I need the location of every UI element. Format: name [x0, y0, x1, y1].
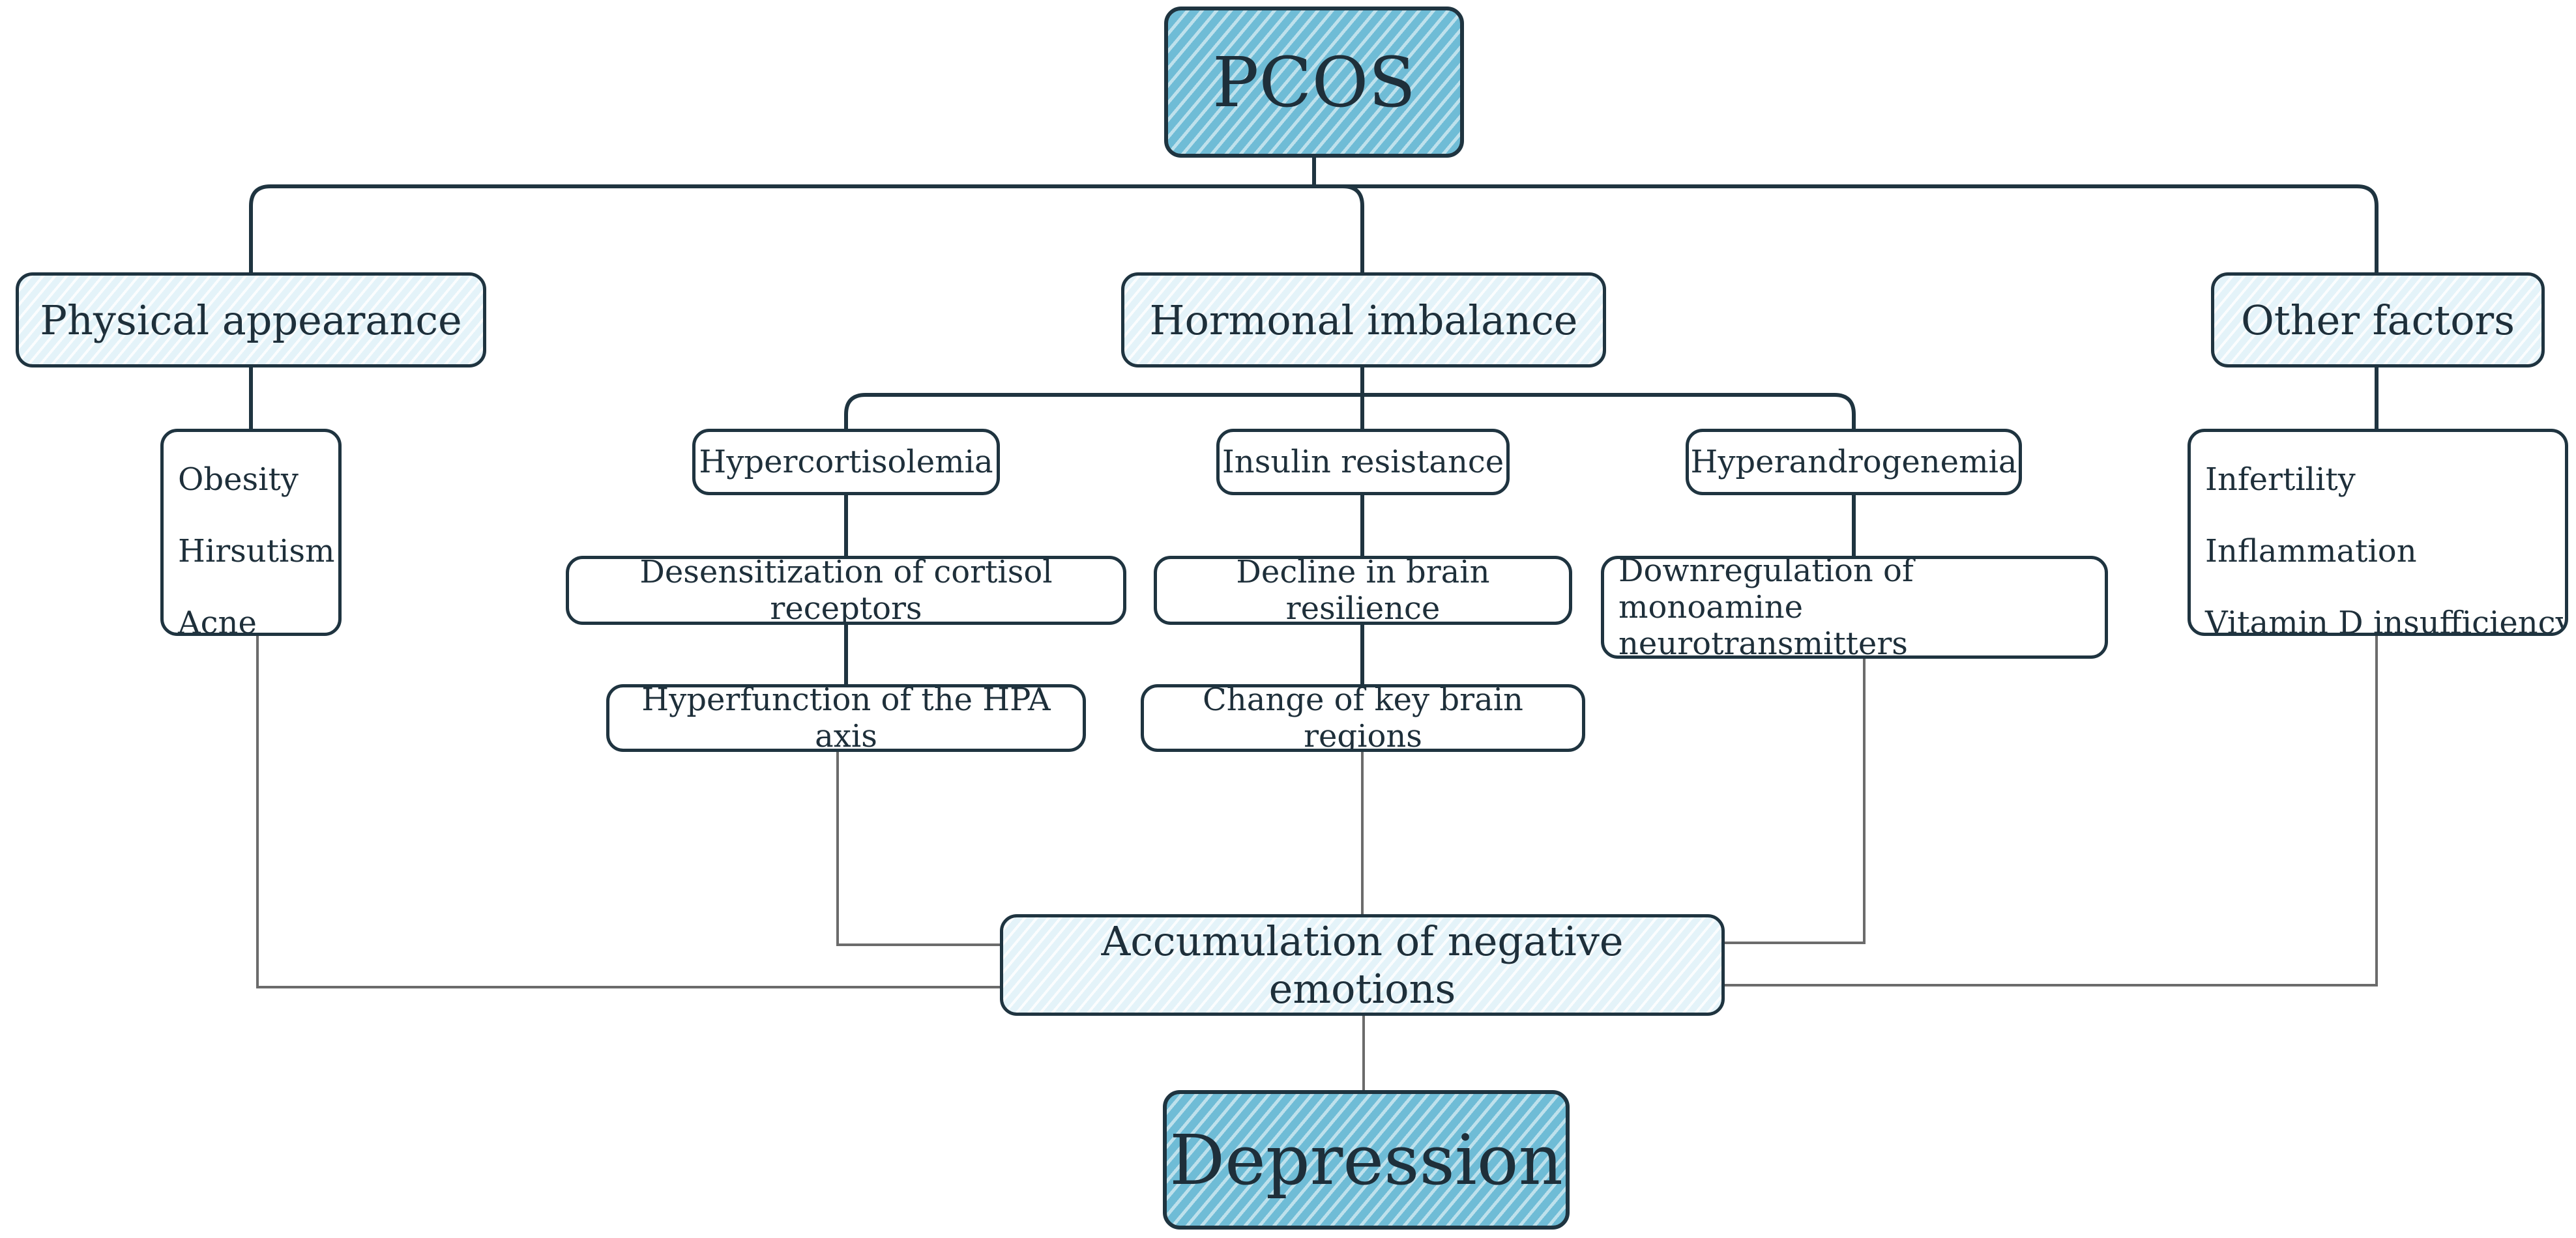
category-label: Hormonal imbalance — [1149, 296, 1578, 344]
hub-label: Accumulation of negative emotions — [1101, 917, 1624, 1013]
step-label: Change of key brain regions — [1203, 684, 1523, 752]
list-item: Obesity — [178, 461, 299, 498]
branch-insulin-resistance: Insulin resistance — [1216, 429, 1510, 495]
outcome-label: Depression — [1169, 1119, 1563, 1200]
connector-monoamine-to-hub — [1723, 658, 1866, 944]
connector-other-to-hub — [1723, 635, 2378, 986]
connector-hormonal-drop — [1342, 184, 1364, 274]
branch-hypercortisolemia: Hypercortisolemia — [692, 429, 1000, 495]
step-hpa-axis: Hyperfunction of the HPA axis — [606, 684, 1086, 752]
list-item: Inflammation — [2205, 533, 2417, 569]
outcome-node-depression: Depression — [1163, 1090, 1570, 1230]
hub-negative-emotions: Accumulation of negative emotions — [1000, 914, 1725, 1016]
category-label: Physical appearance — [40, 296, 462, 344]
root-label: PCOS — [1212, 42, 1416, 122]
physical-factors-list: Obesity Hirsutism Acne — [160, 429, 342, 636]
step-brain-resilience: Decline in brain resilience — [1154, 556, 1572, 625]
step-label: Hyperfunction of the HPA axis — [641, 684, 1051, 752]
connector-hpa-to-hub — [836, 751, 1003, 946]
step-label: Desensitization of cortisol receptors — [639, 556, 1053, 625]
list-item: Infertility — [2205, 461, 2356, 498]
root-node-pcos: PCOS — [1164, 7, 1464, 158]
step-key-brain-regions: Change of key brain regions — [1141, 684, 1585, 752]
category-hormonal-imbalance: Hormonal imbalance — [1121, 272, 1606, 367]
list-item: Vitamin D insufficiency — [2205, 605, 2568, 636]
branch-label: Hypercortisolemia — [699, 444, 993, 480]
connector-hormonal-bus — [844, 366, 1856, 430]
step-cortisol-receptors: Desensitization of cortisol receptors — [566, 556, 1126, 625]
category-label: Other factors — [2240, 296, 2515, 344]
list-item: Acne — [178, 605, 257, 636]
connector-physical-to-hub — [256, 635, 1003, 988]
branch-hyperandrogenemia: Hyperandrogenemia — [1686, 429, 2022, 495]
branch-label: Insulin resistance — [1222, 444, 1504, 480]
step-monoamine-neurotransmitters: Downregulation of monoamine neurotransmi… — [1601, 556, 2108, 659]
category-physical-appearance: Physical appearance — [16, 272, 486, 367]
connector-main-bus — [249, 184, 2378, 274]
step-label: Downregulation of monoamine neurotransmi… — [1618, 556, 1914, 659]
category-other-factors: Other factors — [2211, 272, 2545, 367]
branch-label: Hyperandrogenemia — [1690, 444, 2017, 480]
step-label: Decline in brain resilience — [1236, 556, 1490, 625]
other-factors-list: Infertility Inflammation Vitamin D insuf… — [2188, 429, 2568, 636]
list-item: Hirsutism — [178, 533, 335, 569]
